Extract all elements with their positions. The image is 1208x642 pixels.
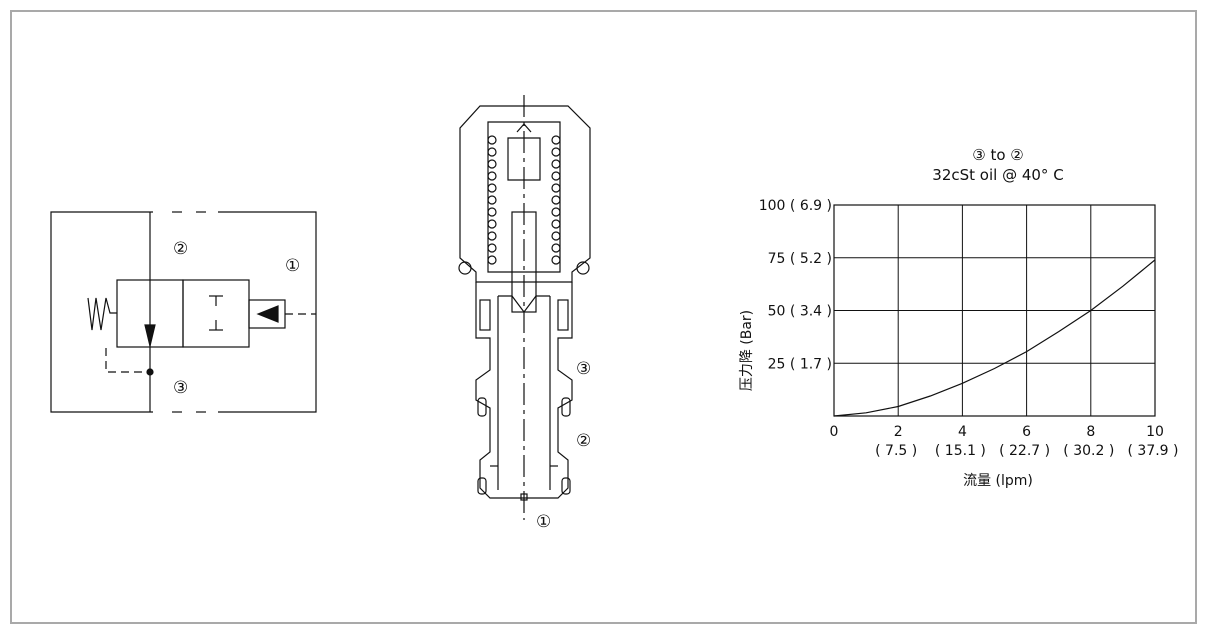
cartridge-cross-section: [458, 95, 591, 520]
oring-left: [458, 261, 472, 275]
y-tick-label: 100 ( 6.9 ): [759, 198, 832, 214]
x-secondary-tick-label: ( 37.9 ): [1128, 443, 1179, 459]
x-tick-label: 0: [830, 424, 839, 440]
section-port-2: ②: [576, 431, 591, 451]
x-axis-label: 流量 (lpm): [963, 473, 1033, 489]
seal-low-right: [561, 477, 571, 495]
envelope-left: [50, 211, 153, 413]
x-secondary-tick-label: ( 22.7 ): [999, 443, 1050, 459]
y-axis-label: 压力降 (Bar): [739, 310, 755, 391]
cartridge-body: [475, 282, 573, 499]
x-axis-ticks: 0 2 4 6 8 10: [830, 424, 1164, 440]
chart-title: ③ to ②: [972, 146, 1024, 164]
seal-mid-left: [477, 397, 487, 417]
x-tick-label: 4: [958, 424, 967, 440]
section-port-3: ③: [576, 359, 591, 379]
symbol-port-2: ②: [173, 239, 188, 259]
seal-upper-right: [557, 299, 569, 331]
plot-border: [833, 204, 1156, 417]
pressure-drop-chart: ③ to ② 32cSt oil @ 40° C 25 ( 1.7 ) 50 ( …: [739, 146, 1179, 489]
symbol-port-1: ①: [285, 256, 300, 276]
bottom-plug: [520, 493, 528, 501]
chart-grid: [834, 205, 1155, 416]
x-tick-label: 8: [1086, 424, 1095, 440]
x-secondary-tick-label: ( 15.1 ): [935, 443, 986, 459]
poppet: [498, 295, 550, 313]
hydraulic-symbol: [50, 211, 317, 413]
cap-tip: [516, 123, 532, 133]
x-tick-label: 2: [894, 424, 903, 440]
x-tick-label: 6: [1022, 424, 1031, 440]
spring-icon: [87, 297, 117, 331]
pressure-drop-curve: [833, 259, 1156, 417]
seal-upper-left: [479, 299, 491, 331]
y-tick-label: 50 ( 3.4 ): [768, 304, 832, 320]
bore-walls: [497, 296, 551, 490]
x-secondary-tick-label: ( 7.5 ): [875, 443, 917, 459]
oring-right: [576, 261, 590, 275]
x-secondary-tick-label: ( 30.2 ): [1063, 443, 1114, 459]
figure-frame: [10, 10, 1197, 624]
spring-coils: [487, 135, 561, 265]
valve-box-right: [182, 279, 250, 348]
cap-outer: [459, 105, 591, 283]
envelope-right: [218, 211, 317, 413]
flow-arrow: [144, 324, 156, 347]
y-tick-label: 25 ( 1.7 ): [768, 356, 832, 372]
seal-mid-right: [561, 397, 571, 417]
y-axis-ticks: 25 ( 1.7 ) 50 ( 3.4 ) 75 ( 5.2 ) 100 ( 6.9 …: [759, 198, 832, 372]
chart-subtitle: 32cSt oil @ 40° C: [932, 166, 1063, 184]
x-tick-label: 10: [1146, 424, 1164, 440]
seal-low-left: [477, 477, 487, 495]
drain-line: [105, 348, 150, 373]
pilot-arrow-icon: [256, 305, 279, 323]
x-axis-secondary-ticks: ( 7.5 ) ( 15.1 ) ( 22.7 ) ( 30.2 ) ( 37.9 ): [875, 443, 1178, 459]
section-port-1: ①: [536, 512, 551, 532]
symbol-port-3: ③: [173, 378, 188, 398]
spring-seat: [507, 137, 541, 181]
y-tick-label: 75 ( 5.2 ): [768, 251, 832, 267]
